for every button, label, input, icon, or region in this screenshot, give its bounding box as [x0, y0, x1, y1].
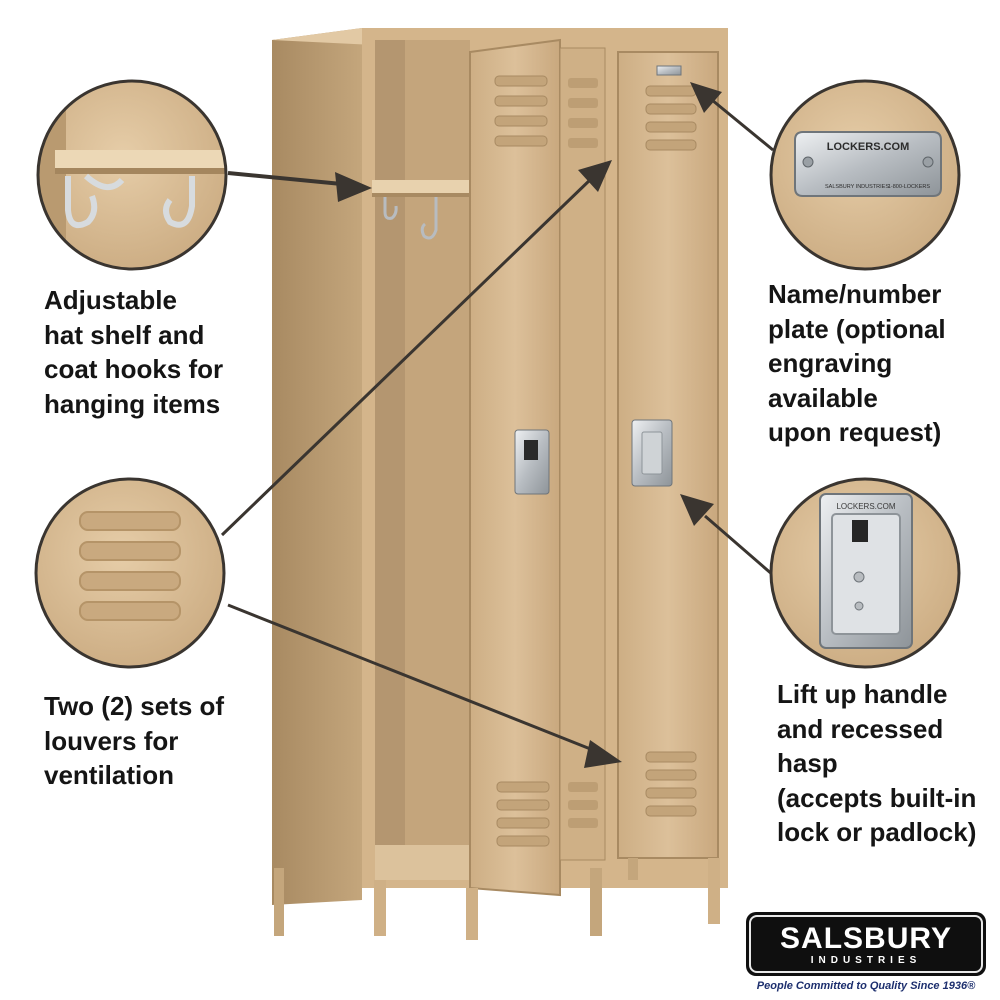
logo-sub: INDUSTRIES: [810, 955, 922, 966]
handle-brand-text: LOCKERS.COM: [836, 502, 895, 511]
number-plate: [656, 65, 682, 76]
brand-logo: SALSBURY INDUSTRIES People Committed to …: [742, 910, 990, 998]
callout-handle: Lift up handle and recessed hasp (accept…: [777, 679, 977, 847]
plate-company-text: SALSBURY INDUSTRIES: [825, 184, 889, 190]
locker-legs: [274, 858, 720, 940]
plate-phone-text: 1-800-LOCKERS: [888, 184, 931, 190]
callout-louvers: Two (2) sets of louvers for ventilation: [44, 691, 225, 790]
logo-brand: SALSBURY: [780, 922, 952, 955]
locker-side-panel: [272, 28, 362, 905]
coat-hook-icon: [383, 197, 398, 220]
zoom-circle-handle: LOCKERS.COM: [769, 477, 961, 669]
arrow-head-icon: [578, 160, 612, 192]
zoom-circle-louvers: [34, 477, 226, 669]
arrow-head-icon: [335, 172, 372, 202]
plate-brand-text: LOCKERS.COM: [827, 141, 910, 153]
arrow-head-icon: [584, 740, 622, 768]
door-handle: [514, 429, 550, 495]
callout-name-plate: Name/number plate (optional engraving av…: [768, 279, 946, 447]
logo-tagline: People Committed to Quality Since 1936®: [756, 980, 976, 992]
zoom-circle-shelf: [36, 79, 228, 271]
louvers-top-right: [645, 85, 697, 151]
callout-hat-shelf: Adjustable hat shelf and coat hooks for …: [44, 285, 224, 419]
callout-arrows: [220, 82, 774, 768]
hat-shelf: [372, 180, 470, 195]
coat-hook-icon: [420, 197, 438, 240]
louvers-bottom: [496, 781, 550, 847]
zoom-circle-name-plate: LOCKERS.COM SALSBURY INDUSTRIES 1-800-LO…: [769, 79, 961, 271]
louvers-bottom-right: [645, 751, 697, 817]
locker-unit: [272, 28, 728, 940]
louvers-top: [494, 75, 548, 147]
arrow-head-icon: [690, 82, 722, 113]
arrow-head-icon: [680, 494, 714, 526]
